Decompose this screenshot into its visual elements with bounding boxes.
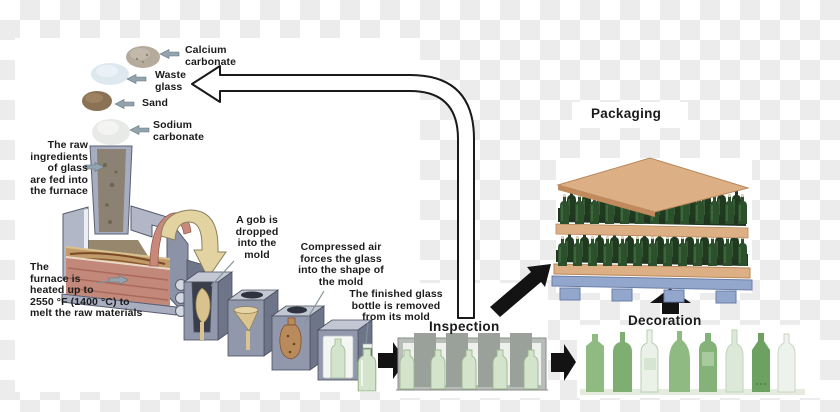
pallet-base	[551, 275, 753, 304]
label-finished-bottle: The finished glass bottle is removed fro…	[349, 288, 443, 323]
label-inspection: Inspection	[429, 319, 500, 334]
label-raw-feed: The raw ingredients of glass are fed int…	[30, 139, 88, 197]
label-decoration: Decoration	[628, 313, 702, 328]
cardboard-top-sheet	[556, 157, 750, 217]
cardboard-middle	[555, 223, 749, 239]
deco-bottle-7	[752, 333, 770, 392]
mold-block-1	[182, 271, 234, 341]
leader-finished	[365, 322, 369, 345]
label-waste-glass: Waste glass	[155, 69, 187, 93]
arrow-to-packaging-diagonal	[490, 264, 551, 317]
deco-bottle-1	[586, 334, 604, 392]
label-furnace-heat: The furnace is heated up to 2550 °F (140…	[30, 261, 143, 319]
cardboard-sheets	[553, 263, 751, 279]
pointer-calcium	[159, 49, 180, 59]
arrow-to-decoration	[551, 344, 576, 381]
mold-block-3	[270, 305, 326, 371]
deco-bottle-8	[777, 333, 796, 393]
sodium-carbonate-pile	[92, 119, 130, 145]
finished-bottle	[357, 343, 377, 392]
label-sodium-carbonate: Sodium carbonate	[153, 119, 205, 143]
label-gob-drop: A gob is dropped into the mold	[235, 214, 279, 261]
decoration-bottles	[580, 329, 805, 395]
white-backdrop-packaging-label	[572, 102, 688, 128]
hopper-raw-material	[97, 149, 126, 232]
packaging-pallet	[551, 157, 753, 304]
cardboard-bottom	[553, 263, 751, 279]
waste-glass-pile	[91, 63, 129, 85]
sand-pile	[82, 91, 112, 111]
leader-gob	[210, 260, 235, 287]
inspection-station	[396, 333, 548, 391]
deco-bottle-4	[669, 331, 690, 392]
label-packaging: Packaging	[591, 106, 662, 121]
mold-block-4	[316, 319, 374, 381]
label-sand: Sand	[142, 97, 169, 109]
leader-compressed-air	[303, 290, 325, 325]
recycle-arrow	[191, 65, 475, 319]
gob-drop-arrow	[160, 209, 227, 279]
label-compressed-air: Compressed air forces the glass into the…	[298, 241, 384, 288]
mold-line	[182, 271, 377, 392]
deco-bottle-6	[725, 329, 744, 393]
parison	[279, 324, 302, 360]
pointer-sodium	[129, 125, 150, 135]
calcium-carbonate-pile	[126, 46, 160, 68]
deco-bottle-2	[613, 332, 632, 392]
mold-block-2	[226, 289, 280, 357]
label-calcium-carbonate: Calcium carbonate	[185, 44, 237, 68]
pointer-sand	[114, 99, 135, 109]
pointer-waste-glass	[126, 74, 147, 84]
leader-lines	[96, 260, 369, 345]
ingredient-piles	[82, 46, 160, 145]
